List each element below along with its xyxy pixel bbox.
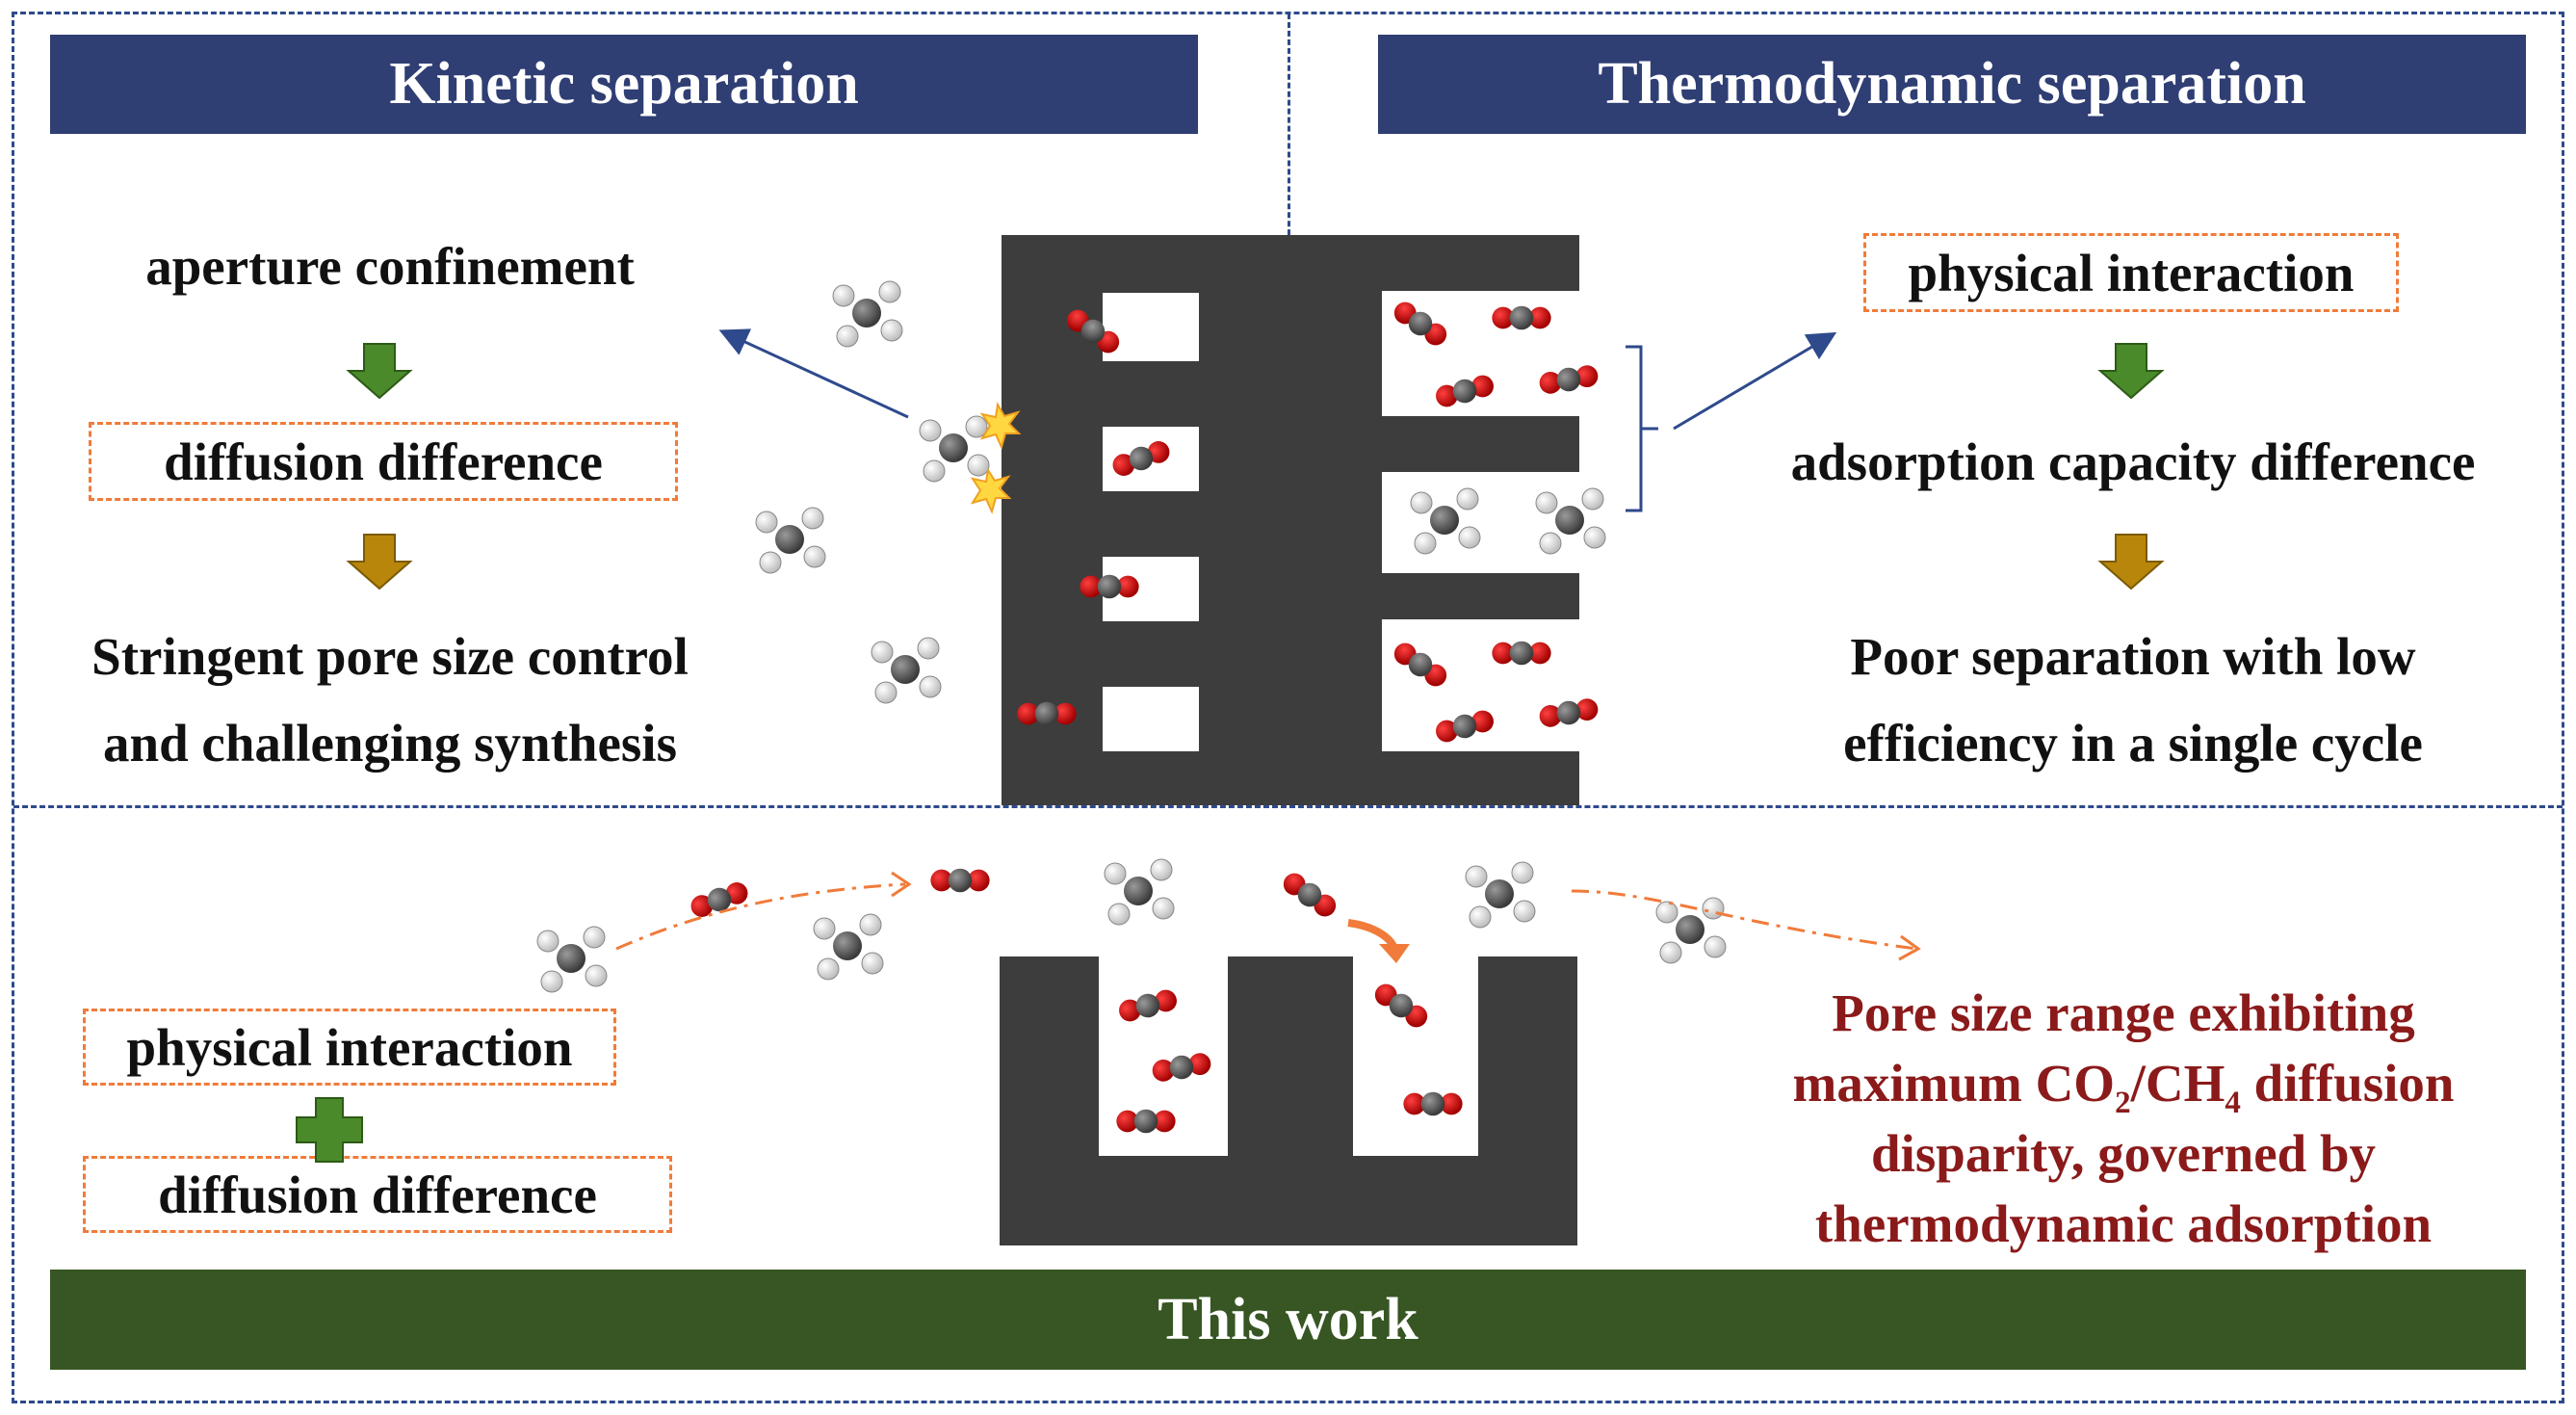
thiswork-result-line4: thermodynamic adsorption (1814, 1194, 2433, 1253)
result-line2-post: diffusion (2240, 1054, 2455, 1113)
kinetic-title: Kinetic separation (389, 51, 859, 117)
thiswork-result-line1: Pore size range exhibiting (1832, 983, 2415, 1042)
thermo-step3-line1: Poor separation with low (1850, 627, 2416, 686)
outer-frame (12, 12, 2564, 1403)
thiswork-result-line2: maximum CO2/CH4 diffusion (1714, 1053, 2533, 1122)
collision-spark-icons (970, 402, 1022, 514)
result-line2-sub1: 2 (2115, 1086, 2131, 1120)
thiswork-result-line3: disparity, governed by (1870, 1124, 2377, 1183)
thermo-pointer-arrow (1673, 331, 1837, 431)
kinetic-step1: aperture confinement (145, 237, 635, 296)
thiswork-label1-box: physical interaction (83, 1009, 616, 1086)
thermo-step1: physical interaction (1908, 243, 2355, 302)
kinetic-step3-line2: and challenging synthesis (102, 714, 677, 773)
kinetic-step2: diffusion difference (164, 432, 603, 491)
bracket-icon (1626, 345, 1658, 512)
thermo-step1-box: physical interaction (1863, 233, 2399, 312)
gold-down-arrow-icons (346, 534, 2165, 590)
orange-arrowheads (891, 871, 1921, 961)
thiswork-label1: physical interaction (126, 1017, 573, 1077)
result-line2-pre: maximum CO (1792, 1054, 2116, 1113)
orange-trajectory-arrows (615, 882, 1917, 951)
thermo-pore-structure (1290, 235, 1579, 805)
this-work-title: This work (1158, 1286, 1418, 1352)
thiswork-label2: diffusion difference (158, 1165, 597, 1224)
horizontal-divider (13, 805, 2563, 808)
green-down-arrow-icons (346, 343, 2165, 400)
kinetic-step2-box: diffusion difference (89, 422, 678, 501)
this-work-banner: This work (50, 1270, 2526, 1370)
thiswork-label2-box: diffusion difference (83, 1156, 672, 1233)
orange-curved-arrowhead (1379, 944, 1410, 963)
kinetic-pointer-arrow (718, 328, 909, 419)
thiswork-pore-structure (1000, 956, 1577, 1245)
plus-icon (296, 1097, 363, 1163)
kinetic-step3-line1: Stringent pore size control (91, 627, 689, 686)
thermo-step3-line2: efficiency in a single cycle (1843, 714, 2423, 773)
kinetic-title-banner: Kinetic separation (50, 35, 1198, 134)
result-line2-mid: /CH (2130, 1054, 2225, 1113)
result-line2-sub2: 4 (2225, 1086, 2241, 1120)
thermodynamic-title-banner: Thermodynamic separation (1378, 35, 2526, 134)
thermodynamic-title: Thermodynamic separation (1598, 51, 2306, 117)
thermo-step2: adsorption capacity difference (1790, 432, 2476, 491)
